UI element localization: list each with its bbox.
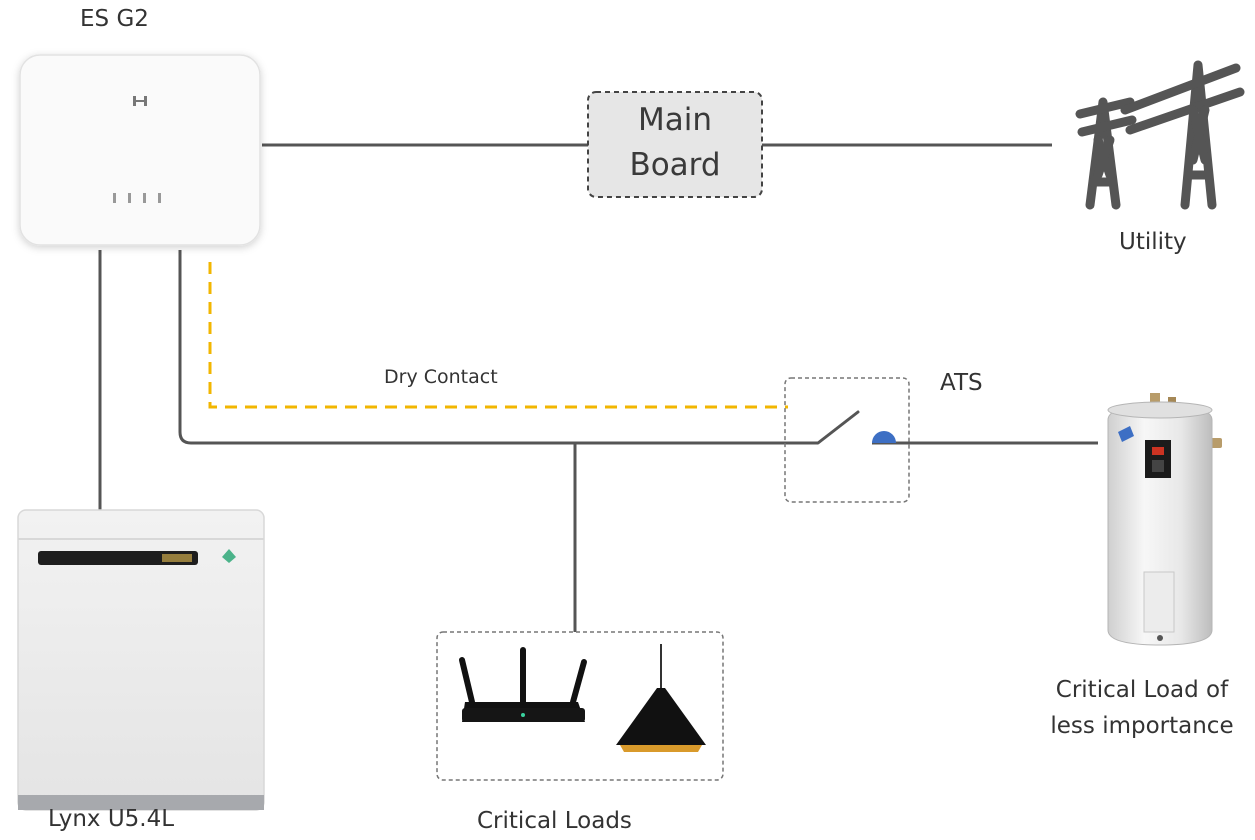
backup-output-line: [178, 250, 818, 445]
critical-less-label-line2: less importance: [1050, 713, 1234, 739]
ats-switch: [784, 377, 910, 503]
connection-lines: [98, 143, 1098, 632]
battery-unit-icon: [17, 509, 265, 811]
main-board-box: [587, 91, 763, 198]
power-pylon-icon: [1075, 60, 1245, 210]
utility-label: Utility: [1119, 229, 1187, 255]
ats-label: ATS: [940, 370, 983, 396]
main-board-label: Main Board: [588, 98, 762, 188]
wifi-router-icon: [459, 647, 587, 722]
pendant-lamp-icon: [616, 644, 706, 752]
critical-less-label-line1: Critical Load of: [1055, 677, 1229, 703]
critical-less-label: Critical Load of less importance: [1032, 672, 1252, 744]
inverter-label: ES G2: [80, 6, 149, 32]
water-heater-icon: [1107, 393, 1222, 646]
critical-loads-box: [436, 631, 724, 781]
main-board-label-line1: Main: [637, 102, 712, 138]
critical-loads-label: Critical Loads: [477, 808, 632, 834]
main-board-label-line2: Board: [629, 147, 721, 183]
dry-contact-label: Dry Contact: [384, 366, 498, 388]
dry-contact-line: [208, 262, 788, 409]
inverter-unit-icon: [19, 54, 261, 246]
battery-label: Lynx U5.4L: [48, 806, 175, 832]
